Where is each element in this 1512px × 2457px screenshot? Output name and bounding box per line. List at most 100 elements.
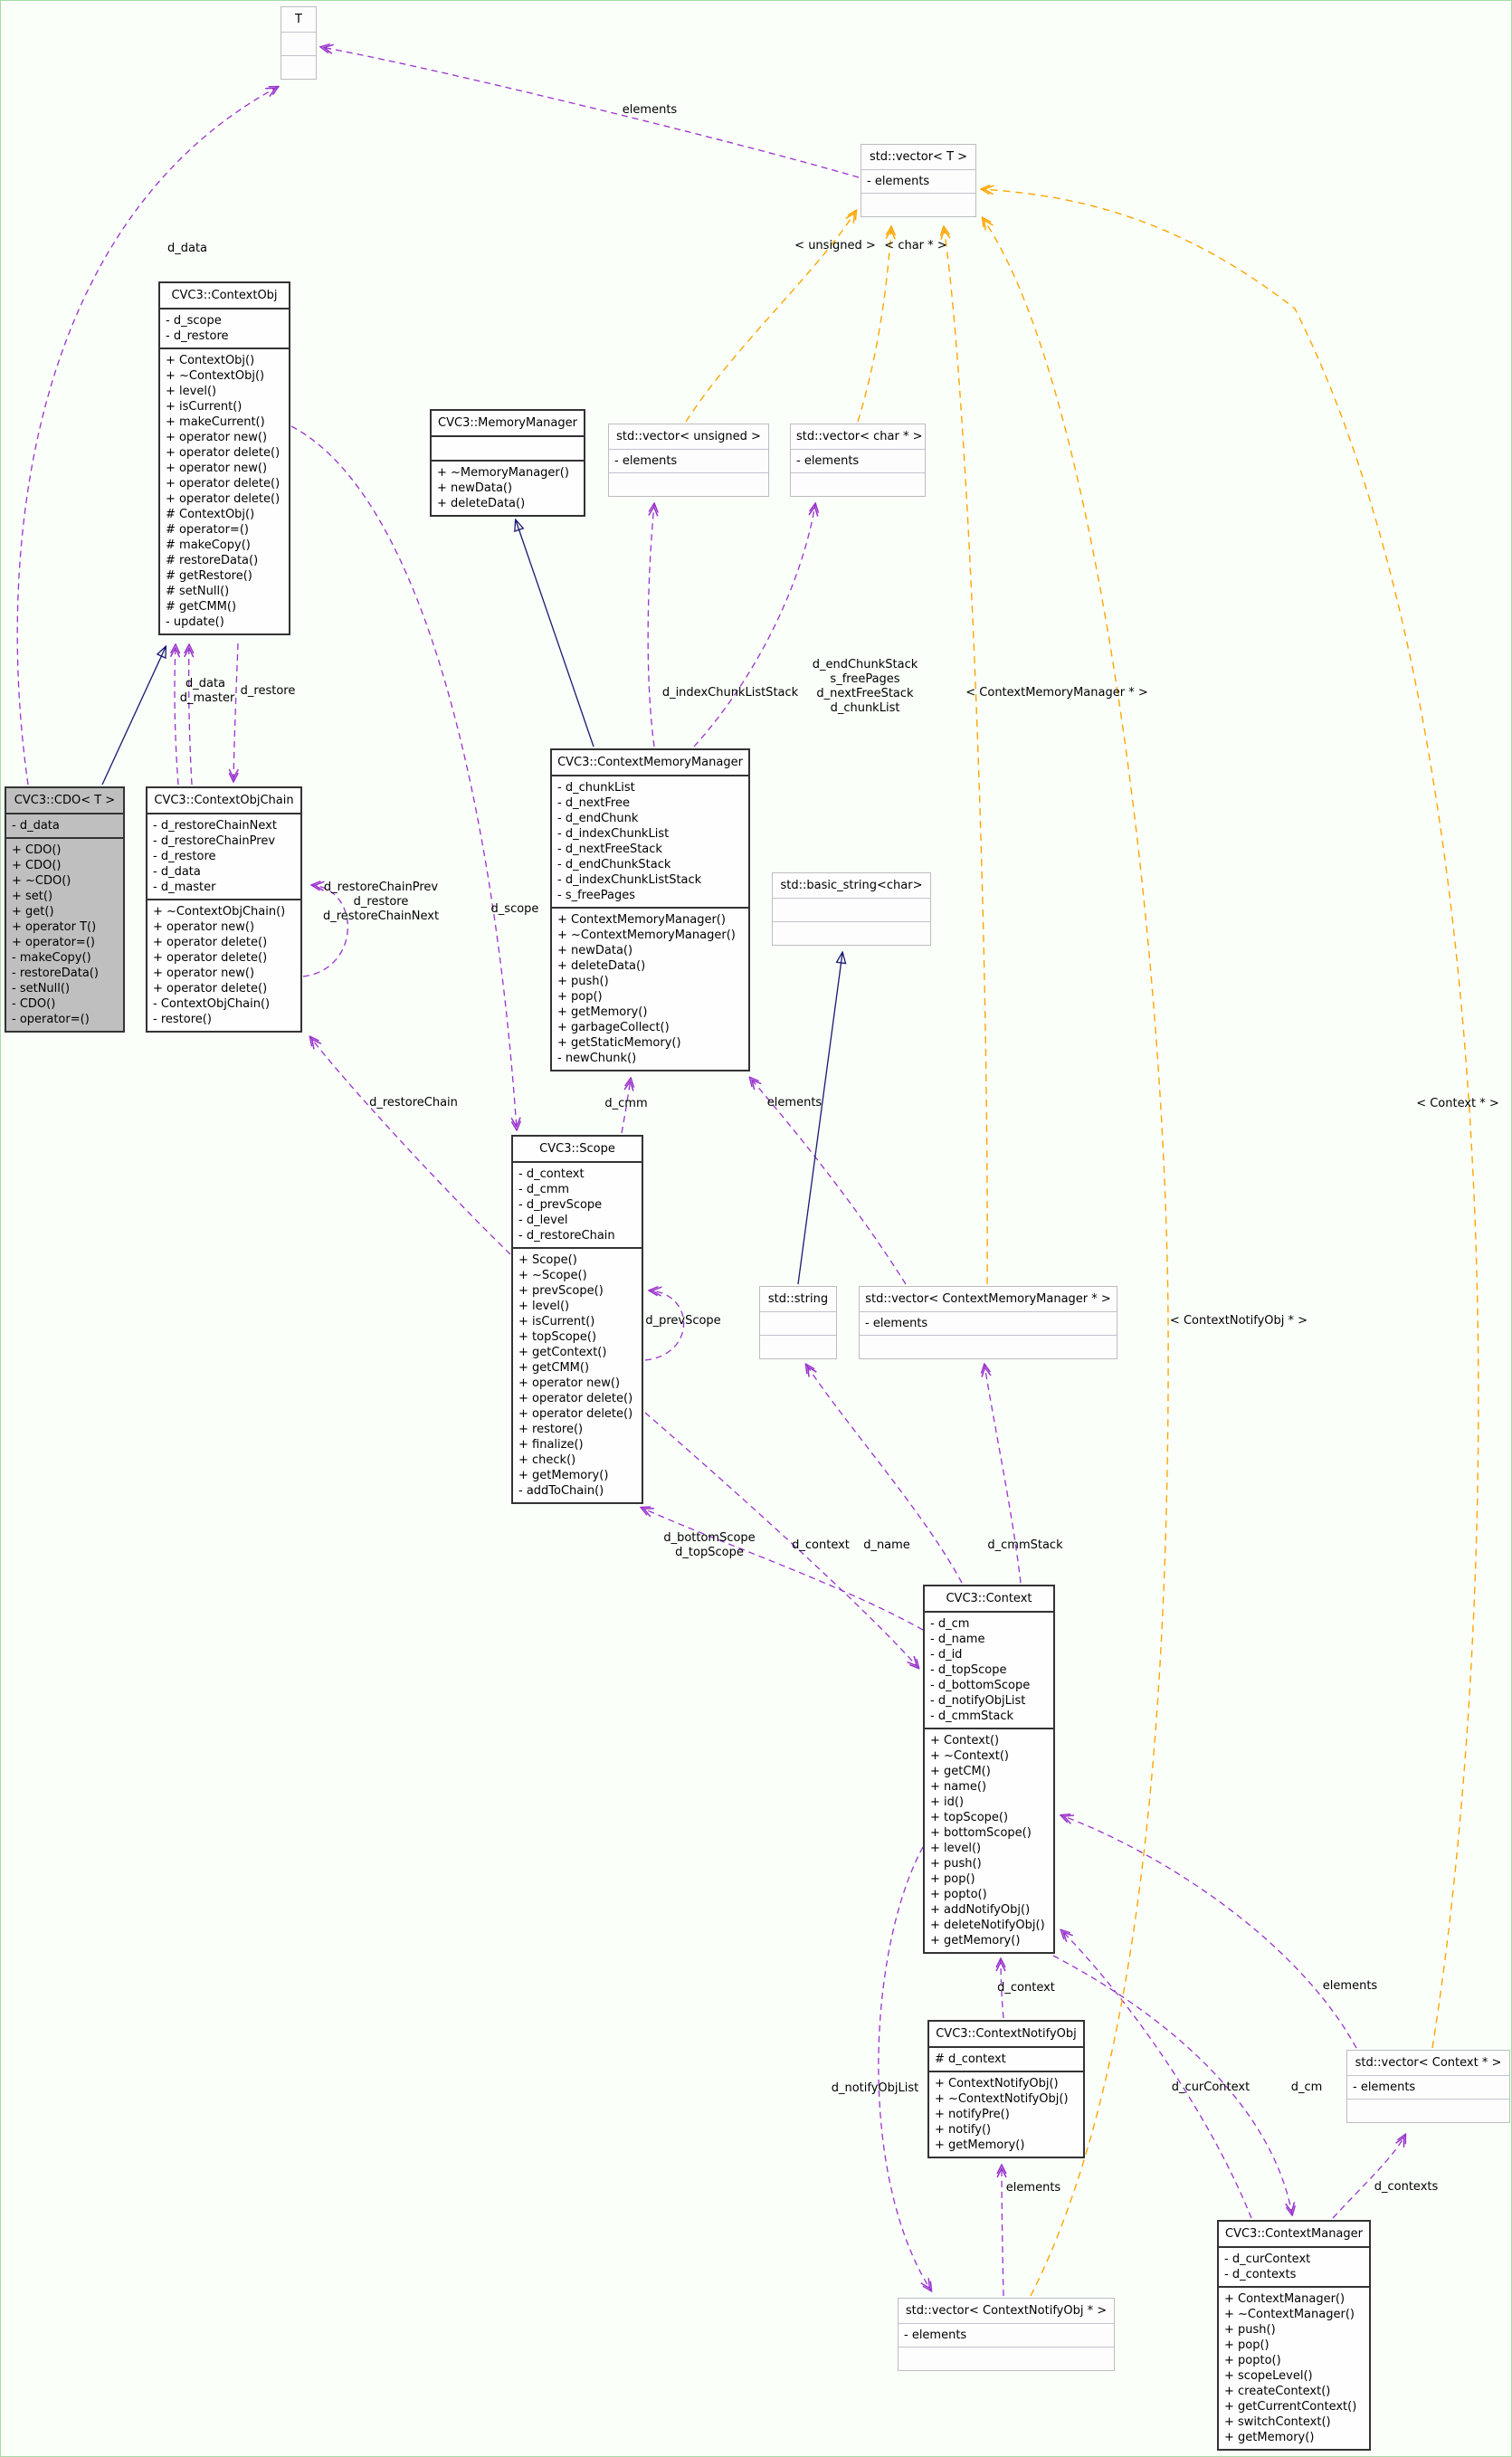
- class-box-std-basic-string: std::basic_string<char>: [772, 872, 931, 946]
- class-member: - d_restore: [166, 329, 229, 343]
- class-member: + Context(): [930, 1734, 1000, 1748]
- class-member: + ~ContextMemoryManager(): [557, 929, 736, 942]
- class-box-context[interactable]: CVC3::Context - d_cm- d_name- d_id- d_to…: [923, 1585, 1055, 1954]
- edge-label: d_restoreChainPrev: [323, 881, 439, 894]
- class-member: - d_data: [12, 819, 60, 833]
- class-title: T: [295, 13, 302, 26]
- class-box-contextobjchain[interactable]: CVC3::ContextObjChain - d_restoreChainNe…: [146, 786, 302, 1033]
- class-box-std-vector-notifyp: std::vector< ContextNotifyObj * > - elem…: [898, 2298, 1115, 2371]
- class-member: - addToChain(): [518, 1484, 604, 1498]
- edge-cmm-inherits-memorymanager: [516, 520, 594, 748]
- class-title: CVC3::Scope: [539, 1142, 615, 1156]
- class-member: - d_restoreChainPrev: [153, 834, 276, 848]
- class-box-scope[interactable]: CVC3::Scope - d_context- d_cmm- d_prevSc…: [511, 1135, 643, 1504]
- class-member: + deleteNotifyObj(): [930, 1919, 1045, 1932]
- edge-label: d_nextFreeStack: [816, 687, 914, 700]
- class-title: CVC3::CDO< T >: [14, 794, 116, 807]
- edge-template-cmmp: [944, 227, 988, 1285]
- class-member: + prevScope(): [518, 1284, 604, 1298]
- edge-contextobj-d_restore: [233, 643, 238, 781]
- class-title: std::vector< ContextMemoryManager * >: [865, 1292, 1111, 1306]
- edge-label: elements: [1322, 1979, 1378, 1993]
- class-member: + getMemory(): [930, 1934, 1021, 1948]
- class-member: + deleteData(): [437, 497, 526, 510]
- class-member: # restoreData(): [166, 554, 259, 567]
- edge-label: d_cmm: [604, 1097, 648, 1110]
- attrs-compartment: - elements: [1347, 2075, 1509, 2099]
- class-member: - d_endChunkStack: [557, 858, 671, 871]
- attrs-compartment: - d_data: [6, 813, 123, 837]
- class-box-cdo[interactable]: CVC3::CDO< T > - d_data + CDO()+ CDO()+ …: [5, 786, 125, 1033]
- class-member: + operator new(): [153, 967, 255, 980]
- attrs-compartment: [432, 435, 584, 460]
- class-title: CVC3::MemoryManager: [438, 416, 577, 430]
- class-member: + get(): [12, 905, 54, 919]
- class-box-contextobj[interactable]: CVC3::ContextObj - d_scope- d_restore + …: [158, 281, 290, 635]
- attrs-compartment: - d_cm- d_name- d_id- d_topScope- d_bott…: [925, 1611, 1053, 1728]
- class-member: - d_chunkList: [557, 781, 635, 795]
- class-member: - d_curContext: [1224, 2252, 1311, 2266]
- edge-label: elements: [1005, 2181, 1061, 2195]
- class-member: + createContext(): [1224, 2385, 1331, 2398]
- methods-compartment: + ContextObj()+ ~ContextObj()+ level()+ …: [160, 348, 289, 633]
- class-member: - d_master: [153, 881, 216, 894]
- class-box-contextmemorymanager[interactable]: CVC3::ContextMemoryManager - d_chunkList…: [550, 748, 750, 1071]
- class-member: - d_contexts: [1224, 2268, 1297, 2281]
- class-member: - d_prevScope: [518, 1198, 603, 1212]
- class-title: CVC3::ContextManager: [1225, 2227, 1363, 2241]
- class-member: - d_data: [153, 865, 201, 879]
- methods-compartment: + Scope()+ ~Scope()+ prevScope()+ level(…: [513, 1247, 642, 1502]
- class-member: - d_cmmStack: [930, 1709, 1014, 1723]
- methods-compartment: [1347, 2099, 1509, 2122]
- edge-label: d_prevScope: [645, 1314, 721, 1328]
- class-title: CVC3::Context: [946, 1592, 1032, 1605]
- edge-label: d_contexts: [1374, 2180, 1439, 2194]
- class-member: # getRestore(): [166, 569, 252, 583]
- attrs-compartment: - d_scope- d_restore: [160, 308, 289, 348]
- class-member: + topScope(): [930, 1811, 1009, 1824]
- class-member: + check(): [518, 1453, 576, 1467]
- methods-compartment: + ContextNotifyObj()+ ~ContextNotifyObj(…: [929, 2071, 1083, 2157]
- class-member: + set(): [12, 890, 53, 903]
- class-member: - d_cmm: [518, 1183, 570, 1196]
- class-member: + ~ContextObj(): [166, 369, 265, 383]
- edge-vector-contextp-elements: [1061, 1815, 1357, 2049]
- class-member: - elements: [614, 454, 678, 468]
- class-box-contextmanager[interactable]: CVC3::ContextManager - d_curContext- d_c…: [1217, 2220, 1371, 2451]
- class-box-memorymanager[interactable]: CVC3::MemoryManager + ~MemoryManager()+ …: [430, 409, 585, 517]
- edge-label: d_context: [997, 1981, 1055, 1995]
- class-member: + ~ContextNotifyObj(): [935, 2092, 1069, 2106]
- class-member: + operator delete(): [166, 446, 281, 460]
- class-member: + switchContext(): [1224, 2415, 1331, 2429]
- class-member: - elements: [796, 454, 860, 468]
- class-title: CVC3::ContextObjChain: [154, 794, 294, 807]
- class-member: + getMemory(): [557, 1005, 648, 1019]
- class-member: - d_nextFreeStack: [557, 843, 662, 856]
- class-member: + pop(): [930, 1872, 975, 1886]
- edge-template-charp: [857, 227, 891, 423]
- edge-vector-notifyp-elements: [1002, 2166, 1003, 2297]
- class-member: + level(): [518, 1300, 570, 1313]
- class-member: + operator delete(): [166, 477, 281, 490]
- class-member: + notifyPre(): [935, 2108, 1010, 2121]
- class-title: std::vector< T >: [869, 150, 968, 164]
- class-member: - operator=(): [12, 1013, 90, 1026]
- class-member: + isCurrent(): [518, 1315, 595, 1328]
- class-member: + popto(): [1224, 2354, 1281, 2367]
- attrs-compartment: - elements: [860, 1311, 1117, 1335]
- edge-label: d_bottomScope: [663, 1531, 756, 1545]
- edge-vector-t-elements: [321, 47, 860, 178]
- methods-compartment: [791, 472, 925, 496]
- class-member: + getMemory(): [518, 1469, 609, 1482]
- methods-compartment: [281, 55, 316, 79]
- edge-contextobj-d_scope: [290, 425, 517, 1129]
- class-member: + operator delete(): [518, 1392, 633, 1405]
- edge-cmm-d_chunkList-group: [693, 504, 815, 748]
- class-member: - d_indexChunkListStack: [557, 873, 702, 887]
- class-member: + push(): [557, 975, 609, 988]
- class-member: - makeCopy(): [12, 951, 91, 965]
- class-box-contextnotifyobj[interactable]: CVC3::ContextNotifyObj # d_context + Con…: [927, 2020, 1085, 2158]
- class-member: - elements: [1353, 2081, 1416, 2094]
- class-member: + makeCurrent(): [166, 415, 265, 429]
- edge-label: d_curContext: [1171, 2081, 1250, 2094]
